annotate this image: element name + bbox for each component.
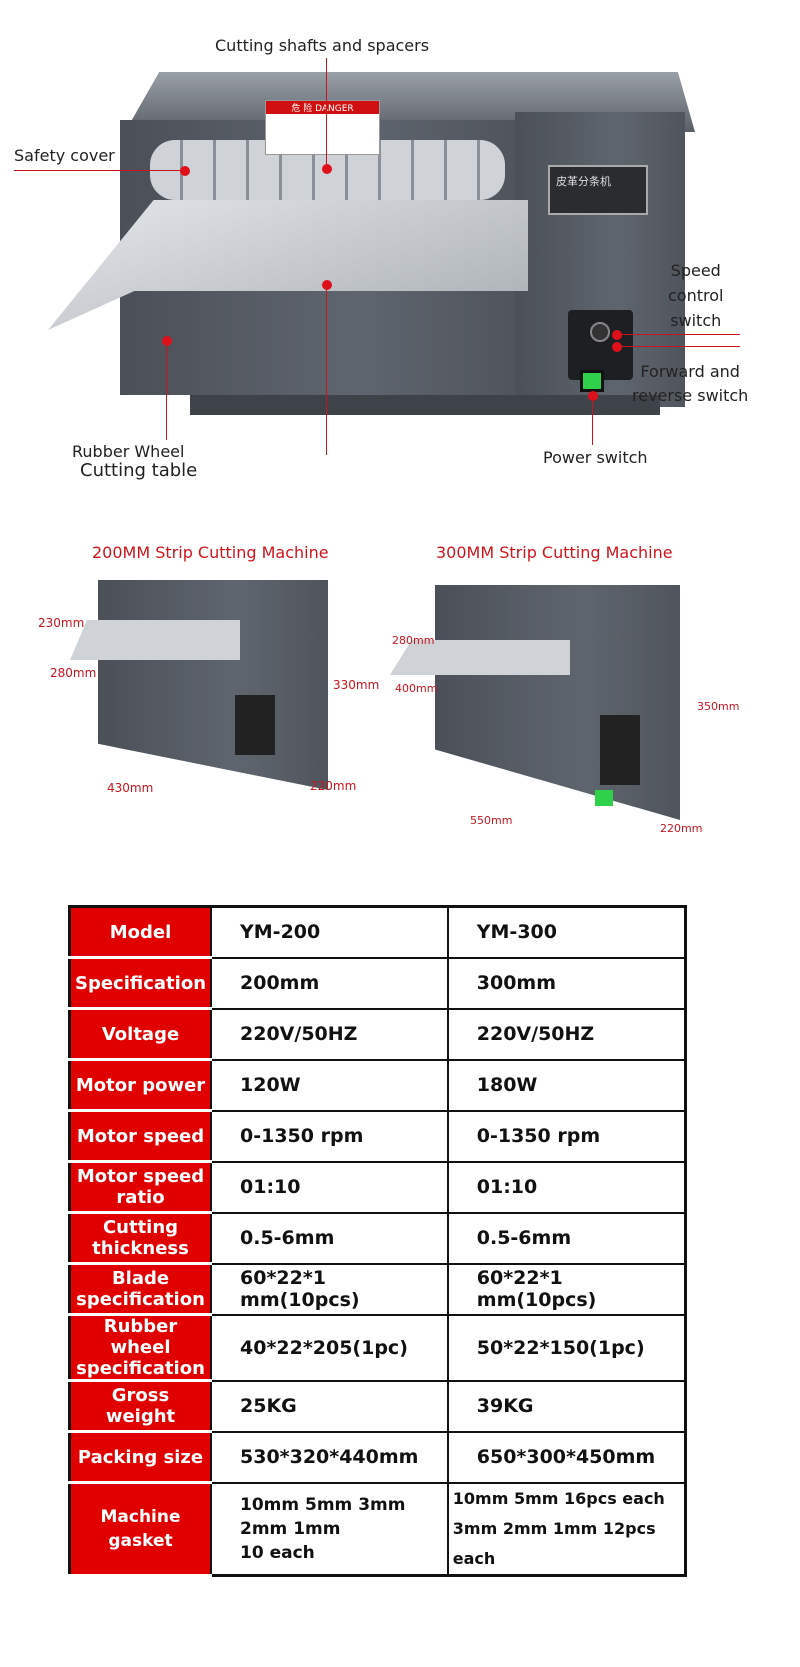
cell-ym200: 25KG bbox=[210, 1379, 449, 1433]
callout-cutting-table: Cutting table bbox=[80, 460, 198, 481]
row-label: Motor speed ratio bbox=[68, 1160, 213, 1214]
cell-ym200: 530*320*440mm bbox=[210, 1430, 449, 1484]
dim-200-2: 280mm bbox=[50, 666, 97, 680]
row-label: Specification bbox=[68, 956, 213, 1010]
cell-ym200: 40*22*205(1pc) bbox=[210, 1313, 449, 1382]
cell-ym300: 0.5-6mm bbox=[446, 1211, 687, 1265]
cell-ym200: 200mm bbox=[210, 956, 449, 1010]
danger-sign: 危 险 DANGER bbox=[265, 100, 380, 155]
callout-forward-reverse: Forward and reverse switch bbox=[632, 360, 748, 408]
model-300-photo bbox=[390, 575, 700, 845]
cell-ym300: 10mm 5mm 16pcs each 3mm 2mm 1mm 12pcs ea… bbox=[446, 1481, 687, 1576]
callout-shafts: Cutting shafts and spacers bbox=[215, 36, 430, 55]
callout-cover: Safety cover bbox=[14, 146, 115, 165]
forward-line-2: reverse switch bbox=[632, 386, 749, 405]
gasket-a-3: 10 each bbox=[240, 1542, 315, 1563]
row-label: Gross weight bbox=[68, 1379, 213, 1433]
gasket-b-2: 3mm 2mm 1mm 12pcs each bbox=[452, 1518, 656, 1568]
cell-ym300: 220V/50HZ bbox=[446, 1007, 687, 1061]
cell-ym300: YM-300 bbox=[446, 905, 687, 959]
dim-200-1: 230mm bbox=[38, 616, 85, 630]
gasket-b-1: 10mm 5mm 16pcs each bbox=[452, 1488, 665, 1508]
callout-speed-switch: Speed control switch bbox=[668, 258, 723, 333]
gasket-a-1: 10mm 5mm 3mm bbox=[240, 1494, 406, 1515]
dim-300-2: 400mm bbox=[395, 682, 438, 695]
speed-control-panel bbox=[568, 310, 633, 380]
model-200-title: 200MM Strip Cutting Machine bbox=[92, 543, 329, 562]
cell-ym200: 220V/50HZ bbox=[210, 1007, 449, 1061]
nameplate-text: 皮革分条机 bbox=[556, 175, 611, 188]
cell-ym200: 01:10 bbox=[210, 1160, 449, 1214]
row-label: Packing size bbox=[68, 1430, 213, 1484]
gasket-a-2: 2mm 1mm bbox=[240, 1518, 341, 1539]
cell-ym300: 60*22*1 mm(10pcs) bbox=[446, 1262, 687, 1316]
speed-line-1: Speed bbox=[670, 261, 721, 280]
cell-ym300: 180W bbox=[446, 1058, 687, 1112]
cell-ym300: 50*22*150(1pc) bbox=[446, 1313, 687, 1382]
machine-base bbox=[190, 395, 660, 415]
machine-overview-photo: 危 险 DANGER 皮革分条机 Cutting shafts and spac… bbox=[0, 0, 800, 500]
dim-200-3: 330mm bbox=[333, 678, 380, 692]
speed-knob[interactable] bbox=[590, 322, 610, 342]
forward-line-1: Forward and bbox=[640, 362, 740, 381]
row-label: Voltage bbox=[68, 1007, 213, 1061]
cell-ym300: 39KG bbox=[446, 1379, 687, 1433]
row-label: Machine gasket bbox=[68, 1481, 213, 1577]
row-label: Motor speed bbox=[68, 1109, 213, 1163]
row-label: Rubber wheel specification bbox=[68, 1313, 213, 1382]
dim-300-5: 220mm bbox=[660, 822, 703, 835]
dim-300-3: 350mm bbox=[697, 700, 740, 713]
nameplate: 皮革分条机 bbox=[548, 165, 648, 215]
cell-ym200: 0-1350 rpm bbox=[210, 1109, 449, 1163]
dim-300-1: 280mm bbox=[392, 634, 435, 647]
dim-200-5: 220mm bbox=[310, 779, 357, 793]
model-200-photo bbox=[60, 570, 380, 810]
speed-line-2: control bbox=[668, 286, 724, 305]
danger-sign-text: 危 险 DANGER bbox=[266, 101, 379, 114]
cell-ym200: 0.5-6mm bbox=[210, 1211, 449, 1265]
cell-ym200: 120W bbox=[210, 1058, 449, 1112]
cell-ym300: 300mm bbox=[446, 956, 687, 1010]
speed-line-3: switch bbox=[670, 311, 722, 330]
cell-ym200: YM-200 bbox=[210, 905, 449, 959]
row-label: Blade specification bbox=[68, 1262, 213, 1316]
cell-ym300: 01:10 bbox=[446, 1160, 687, 1214]
model-300-title: 300MM Strip Cutting Machine bbox=[436, 543, 673, 562]
cell-ym200: 60*22*1 mm(10pcs) bbox=[210, 1262, 449, 1316]
callout-rubber-wheel: Rubber Wheel bbox=[72, 442, 185, 461]
dim-200-4: 430mm bbox=[107, 781, 154, 795]
power-switch[interactable] bbox=[580, 370, 604, 392]
dim-300-4: 550mm bbox=[470, 814, 513, 827]
cell-ym300: 0-1350 rpm bbox=[446, 1109, 687, 1163]
row-label: Cutting thickness bbox=[68, 1211, 213, 1265]
row-label: Model bbox=[68, 905, 213, 959]
row-label: Motor power bbox=[68, 1058, 213, 1112]
cell-ym300: 650*300*450mm bbox=[446, 1430, 687, 1484]
table-row-gasket: Machine gasket 10mm 5mm 3mm 2mm 1mm 10 e… bbox=[68, 1481, 687, 1577]
cell-ym200: 10mm 5mm 3mm 2mm 1mm 10 each bbox=[210, 1481, 449, 1576]
callout-power-switch: Power switch bbox=[543, 448, 648, 467]
